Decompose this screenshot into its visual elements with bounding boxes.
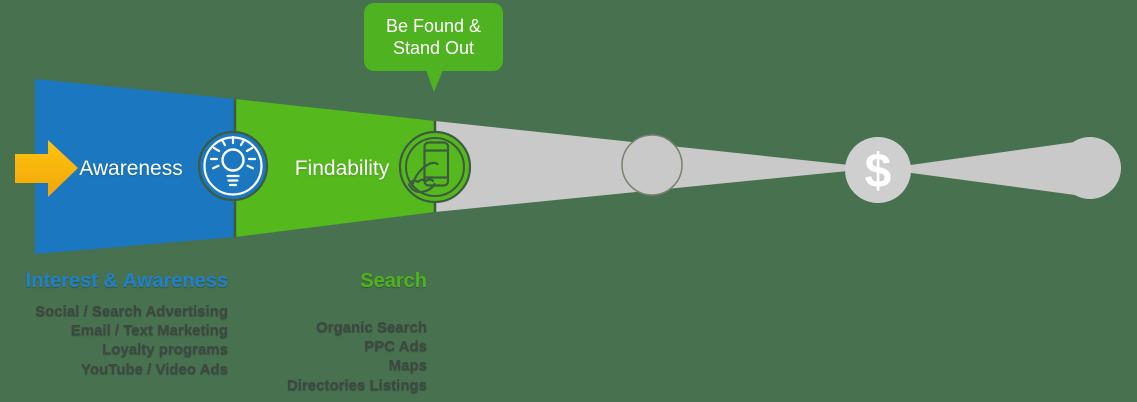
milestone-circle-1 [621, 134, 683, 196]
callout-line2: Stand Out [392, 38, 475, 58]
column-heading-search: Search [360, 270, 427, 292]
list-item: Loyalty programs [102, 341, 228, 359]
stage-label-awareness: Awareness [79, 157, 183, 180]
callout-tail [426, 70, 443, 92]
search-list: Organic Search PPC Ads Maps Directories … [247, 318, 427, 395]
list-item: PPC Ads [364, 338, 427, 356]
dollar-symbol: $ [865, 145, 892, 198]
milestone-circle-end [1059, 137, 1121, 199]
funnel-stage-findability [235, 99, 435, 237]
list-item: Organic Search [316, 319, 427, 336]
stage-label-findability: Findability [294, 157, 390, 180]
dollar-icon: $ [845, 137, 911, 203]
list-item: Directories Listings [286, 376, 427, 394]
hand-holding-phone-icon [398, 130, 472, 204]
list-item: Email / Text Marketing [70, 322, 228, 340]
callout-line1: Be Found & [385, 16, 482, 36]
interest-awareness-list: Social / Search Advertising Email / Text… [10, 302, 228, 379]
funnel-gray-segment-right [882, 142, 1075, 195]
list-item: Social / Search Advertising [35, 303, 228, 320]
callout-bubble: Be Found & Stand Out [364, 3, 503, 92]
column-heading-interest-awareness: Interest & Awareness [25, 270, 228, 292]
right-arrow-icon [15, 140, 78, 197]
lightbulb-icon [197, 130, 269, 202]
list-item: Maps [388, 357, 427, 375]
column-search: Search Organic Search PPC Ads Maps Direc… [247, 271, 427, 395]
funnel-stage-awareness [35, 79, 235, 254]
column-interest-awareness: Interest & Awareness Social / Search Adv… [10, 271, 228, 379]
list-item: YouTube / Video Ads [81, 360, 228, 378]
